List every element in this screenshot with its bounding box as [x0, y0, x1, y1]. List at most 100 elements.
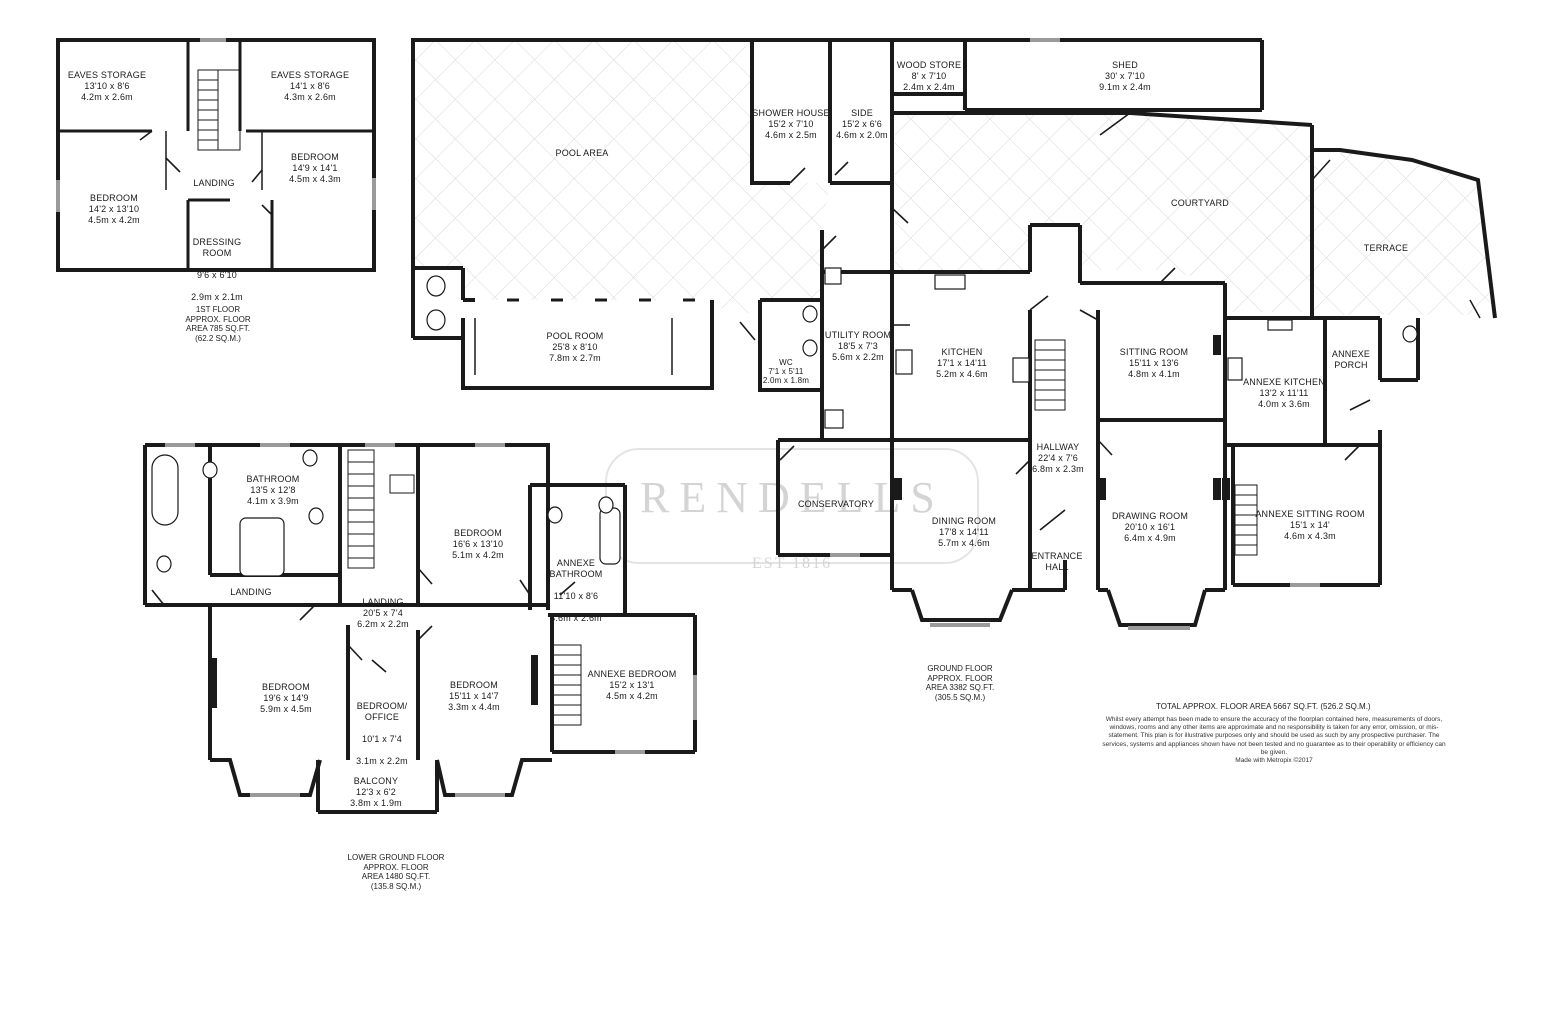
- room-metric: 4.1m x 3.9m: [247, 496, 299, 506]
- room-metric: 3.1m x 2.2m: [356, 756, 408, 766]
- room-name: LANDING: [362, 597, 404, 607]
- room-name: BEDROOM: [262, 682, 310, 692]
- room-imperial: 14'2 x 13'10: [88, 204, 140, 214]
- room-imperial: 15'11 x 14'7: [449, 691, 499, 701]
- room-imperial: 9'6 x 6'10: [197, 270, 237, 280]
- room-bedroom-first-right: BEDROOM 14'9 x 14'1 4.5m x 4.3m: [289, 152, 341, 185]
- room-name: BEDROOM: [454, 528, 502, 538]
- room-name: HALLWAY: [1036, 442, 1080, 452]
- room-imperial: 15'1 x 14': [1290, 520, 1330, 530]
- disclaimer-text: Whilst every attempt has been made to en…: [1102, 716, 1446, 756]
- room-wc: WC 7'1 x 5'11 2.0m x 1.8m: [763, 358, 809, 385]
- caption-line: (305.5 SQ.M.): [934, 692, 986, 702]
- room-name: EAVES STORAGE: [270, 70, 350, 80]
- room-imperial: 19'6 x 14'9: [263, 693, 309, 703]
- room-name: ENTRANCE HALL: [1031, 551, 1083, 572]
- room-metric: 4.5m x 4.3m: [289, 174, 341, 184]
- room-imperial: 10'1 x 7'4: [362, 734, 402, 744]
- room-landing-first: LANDING: [193, 178, 234, 189]
- room-imperial: 16'6 x 13'10: [452, 539, 504, 549]
- room-metric: 4.3m x 2.6m: [284, 92, 336, 102]
- room-metric: 4.5m x 4.2m: [88, 215, 140, 225]
- room-name: ANNEXE PORCH: [1331, 349, 1371, 370]
- room-name: SITTING ROOM: [1119, 347, 1189, 357]
- room-imperial: 17'8 x 14'11: [939, 527, 989, 537]
- room-name: DRAWING ROOM: [1111, 511, 1189, 521]
- room-kitchen: KITCHEN 17'1 x 14'11 5.2m x 4.6m: [936, 347, 988, 380]
- room-annexe-kitchen: ANNEXE KITCHEN 13'2 x 11'11 4.0m x 3.6m: [1243, 377, 1325, 410]
- room-name: SHOWER HOUSE: [752, 108, 830, 118]
- disclaimer: Whilst every attempt has been made to en…: [1098, 716, 1450, 765]
- room-name: BALCONY: [353, 776, 399, 786]
- room-bedroom-lower-top: BEDROOM 16'6 x 13'10 5.1m x 4.2m: [452, 528, 504, 561]
- room-bedroom-lower-mid: BEDROOM 15'11 x 14'7 3.3m x 4.4m: [448, 680, 500, 713]
- room-metric: 4.6m x 2.5m: [765, 130, 817, 140]
- room-name: BATHROOM: [246, 474, 300, 484]
- brand-established: EST 1816: [752, 555, 833, 572]
- room-landing-lower-left: LANDING: [230, 587, 271, 598]
- room-courtyard: COURTYARD: [1171, 198, 1229, 209]
- room-metric: 2.4m x 2.4m: [903, 82, 955, 92]
- room-name: LANDING: [193, 178, 235, 188]
- room-name: ANNEXE KITCHEN: [1243, 377, 1325, 387]
- room-metric: 6.2m x 2.2m: [357, 619, 409, 629]
- room-imperial: 7'1 x 5'11: [768, 367, 804, 376]
- room-imperial: 17'1 x 14'11: [937, 358, 987, 368]
- caption-line: AREA 785 SQ.FT.: [185, 324, 251, 333]
- caption-line: AREA 3382 SQ.FT.: [925, 683, 995, 692]
- room-name: DRESSING ROOM: [192, 237, 242, 258]
- room-metric: 2.0m x 1.8m: [762, 376, 810, 385]
- room-imperial: 15'2 x 6'6: [842, 119, 882, 129]
- room-imperial: 13'10 x 8'6: [84, 81, 130, 91]
- room-imperial: 11'10 x 8'6: [553, 591, 599, 601]
- room-imperial: 14'9 x 14'1: [292, 163, 338, 173]
- lower-ground-floor-caption: LOWER GROUND FLOOR APPROX. FLOOR AREA 14…: [348, 853, 445, 891]
- room-imperial: 15'11 x 13'6: [1129, 358, 1179, 368]
- room-entrance-hall: ENTRANCE HALL: [1031, 540, 1082, 584]
- room-name: KITCHEN: [941, 347, 983, 357]
- caption-line: (135.8 SQ.M.): [370, 881, 422, 891]
- room-metric: 4.2m x 2.6m: [81, 92, 133, 102]
- room-shed: SHED 30' x 7'10 9.1m x 2.4m: [1099, 60, 1151, 93]
- room-bedroom-lower-left: BEDROOM 19'6 x 14'9 5.9m x 4.5m: [260, 682, 312, 715]
- room-name: COURTYARD: [1171, 198, 1229, 208]
- room-metric: 5.2m x 4.6m: [936, 369, 988, 379]
- room-metric: 6.4m x 4.9m: [1124, 533, 1176, 543]
- caption-line: AREA 1480 SQ.FT.: [361, 872, 431, 881]
- room-name: WOOD STORE: [896, 60, 962, 70]
- room-name: POOL ROOM: [546, 331, 604, 341]
- room-imperial: 15'2 x 13'1: [609, 680, 655, 690]
- room-name: ANNEXE SITTING ROOM: [1255, 509, 1365, 519]
- room-metric: 3.3m x 4.4m: [448, 702, 500, 712]
- room-eaves-storage-right: EAVES STORAGE 14'1 x 8'6 4.3m x 2.6m: [271, 70, 349, 103]
- room-hallway: HALLWAY 22'4 x 7'6 6.8m x 2.3m: [1032, 442, 1084, 475]
- room-utility-room: UTILITY ROOM 18'5 x 7'3 5.6m x 2.2m: [825, 330, 891, 363]
- caption-line: (62.2 SQ.M.): [195, 333, 241, 343]
- room-metric: 3.8m x 1.9m: [350, 798, 402, 808]
- room-sitting-room: SITTING ROOM 15'11 x 13'6 4.8m x 4.1m: [1120, 347, 1188, 380]
- room-name: BEDROOM: [450, 680, 498, 690]
- room-imperial: 8' x 7'10: [911, 71, 947, 81]
- made-with-credit: Made with Metropix ©2017: [1235, 757, 1313, 765]
- room-bedroom-office: BEDROOM/ OFFICE 10'1 x 7'4 3.1m x 2.2m: [356, 690, 408, 778]
- room-wood-store: WOOD STORE 8' x 7'10 2.4m x 2.4m: [897, 60, 961, 93]
- room-name: POOL AREA: [555, 148, 609, 158]
- room-imperial: 18'5 x 7'3: [838, 341, 878, 351]
- room-name: WC: [779, 358, 793, 367]
- caption-line: APPROX. FLOOR: [927, 673, 993, 683]
- room-terrace: TERRACE: [1364, 243, 1408, 254]
- caption-line: 1ST FLOOR: [195, 305, 241, 314]
- room-metric: 4.6m x 4.3m: [1284, 531, 1336, 541]
- room-pool-room: POOL ROOM 25'8 x 8'10 7.8m x 2.7m: [547, 331, 604, 364]
- room-metric: 6.8m x 2.3m: [1032, 464, 1084, 474]
- first-floor-caption: 1ST FLOOR APPROX. FLOOR AREA 785 SQ.FT. …: [185, 305, 250, 343]
- room-imperial: 20'10 x 16'1: [1124, 522, 1176, 532]
- room-name: CONSERVATORY: [797, 499, 875, 509]
- room-conservatory: CONSERVATORY: [798, 499, 874, 510]
- room-name: TERRACE: [1363, 243, 1409, 253]
- room-name: BEDROOM/ OFFICE: [356, 701, 408, 722]
- room-imperial: 30' x 7'10: [1105, 71, 1145, 81]
- room-imperial: 13'5 x 12'8: [250, 485, 296, 495]
- room-name: LANDING: [230, 587, 272, 597]
- room-name: ANNEXE BATHROOM: [549, 558, 603, 579]
